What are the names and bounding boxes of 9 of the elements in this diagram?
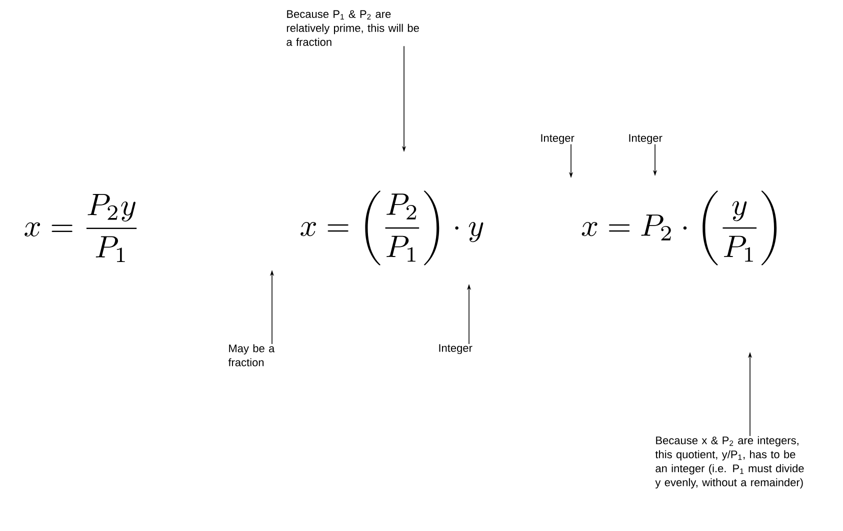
annotation-text: Integer [629,134,662,144]
equation: $x = \frac{P_2 y}{P_1}$ [24,194,137,262]
annotation-text: Because x & P$_{2}$ are integers, this quotient, y/P$_{1}$, has to be an integer (i.e. P$_{1}$ must divide y evenly, without a remainder) [655,436,804,488]
annotation-text: Integer [439,344,472,354]
annotation-text: May be a fraction [228,344,275,366]
annotation-text: Because P$_{1}$ & P$_{2}$ are relatively prime, this will be a fraction [286,10,419,46]
equation: $x = \left(\frac{P_2}{P_1}\right)\cdot y$ [300,190,484,266]
equation: $x = P_2\cdot\left(\frac{y}{P_1}\right)$ [582,190,777,266]
annotation-text: Integer [541,134,574,144]
